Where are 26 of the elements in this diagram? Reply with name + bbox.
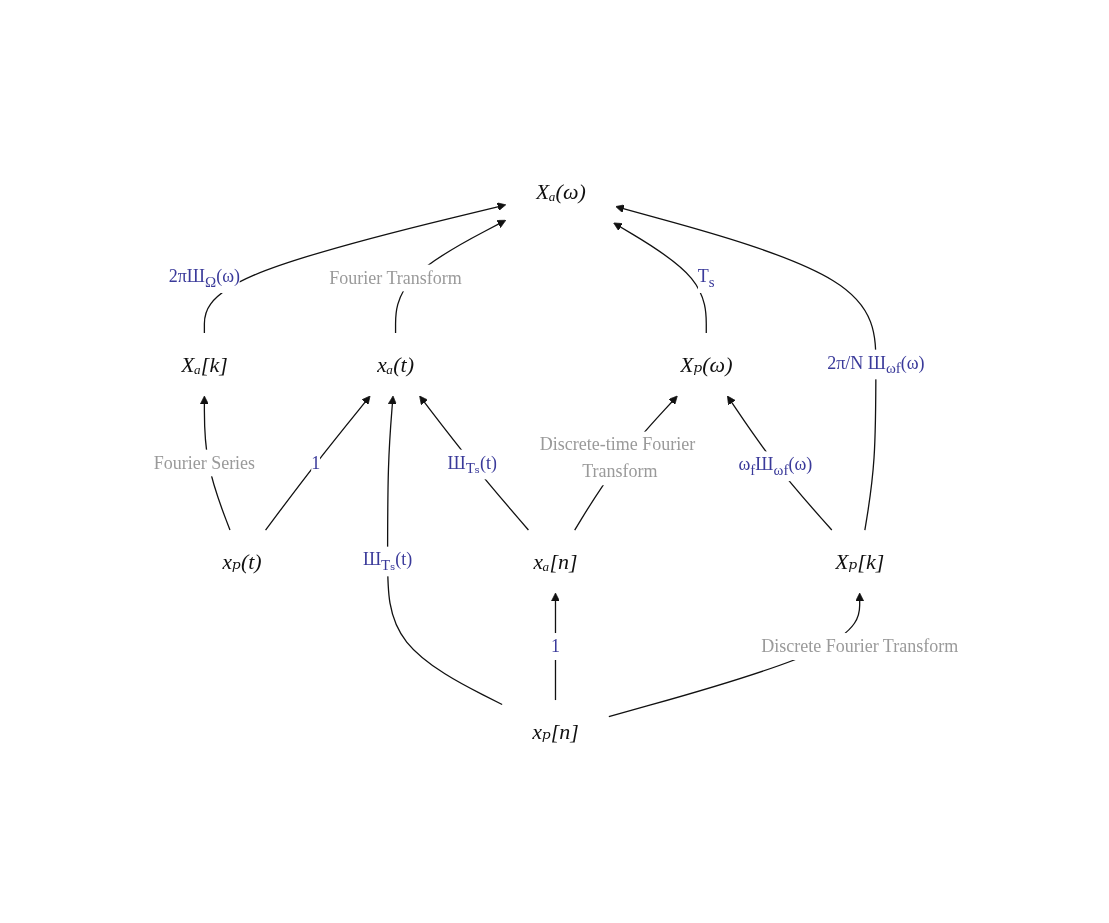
edge-label: Ш$_{Tₛ}$(t) bbox=[447, 452, 497, 477]
edge-label: 1 bbox=[311, 452, 321, 473]
arrow bbox=[615, 204, 877, 531]
edge-label: 2πШ$_{Ω}$(ω) bbox=[168, 265, 240, 290]
node-text: Xₚ(ω) bbox=[679, 352, 733, 378]
arrow bbox=[726, 395, 833, 531]
node-text: Xₐ(ω) bbox=[535, 178, 586, 204]
edge-label: Discrete Fourier Transform bbox=[761, 636, 959, 657]
arrow bbox=[264, 395, 371, 531]
edge-label: ω$_{f}$Ш$_{ωf}$(ω) bbox=[738, 454, 813, 478]
node-text: Xₚ[k] bbox=[835, 549, 885, 575]
node-text: Xₐ[k] bbox=[180, 352, 228, 378]
edge-label: Fourier Transform bbox=[329, 267, 462, 288]
node-text: xₐ(t) bbox=[376, 352, 414, 378]
arrow bbox=[419, 395, 529, 531]
arrow bbox=[613, 222, 707, 334]
edge-label: T$_{s}$ bbox=[697, 265, 715, 290]
edge-label: Ш$_{Tₛ}$(t) bbox=[362, 549, 413, 574]
node-text: xₐ[n] bbox=[533, 549, 578, 575]
arrow bbox=[386, 395, 503, 706]
edge-label: Fourier Series bbox=[153, 452, 256, 473]
node-text: xₚ[n] bbox=[532, 719, 579, 745]
node-text: xₚ(t) bbox=[222, 549, 262, 575]
edge-label: 1 bbox=[550, 636, 560, 657]
edge-label: 2π/N Ш$_{ωf}$(ω) bbox=[827, 352, 925, 377]
edge-label: Discrete-time Fourier Transform bbox=[539, 434, 696, 482]
